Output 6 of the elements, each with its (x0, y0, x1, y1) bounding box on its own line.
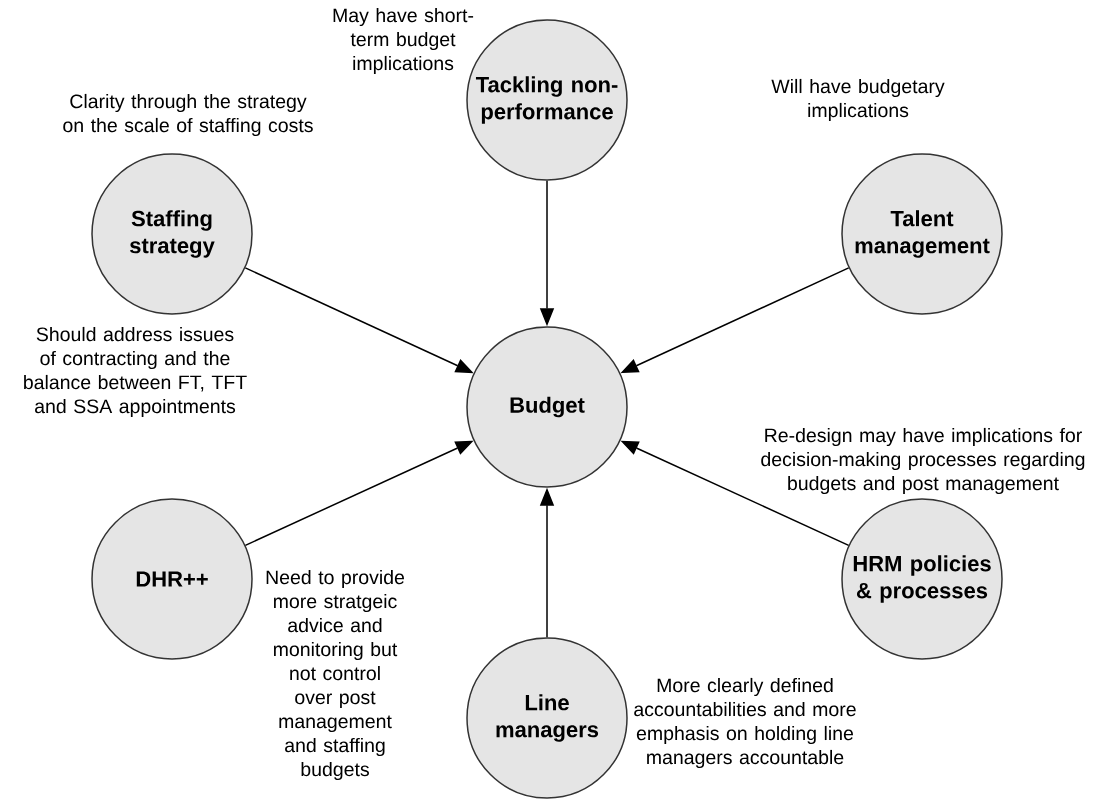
note-text: Re-design may have implications for decision-making processes regarding budgets and post management (761, 427, 1085, 495)
note-text: Will have budgetary implications (771, 78, 945, 122)
note-text: Clarity through the strategy on the scale of staffing costs (63, 93, 313, 137)
note-text: More clearly defined accountabilities and more emphasis on holding line managers accountable (634, 677, 856, 769)
note-text: Need to provide more stratgeic advice and monitoring but not control over post management and staffing budgets (266, 569, 404, 781)
note-text: Should address issues of contracting and the balance between FT, TFT and SSA appointments (24, 326, 247, 418)
